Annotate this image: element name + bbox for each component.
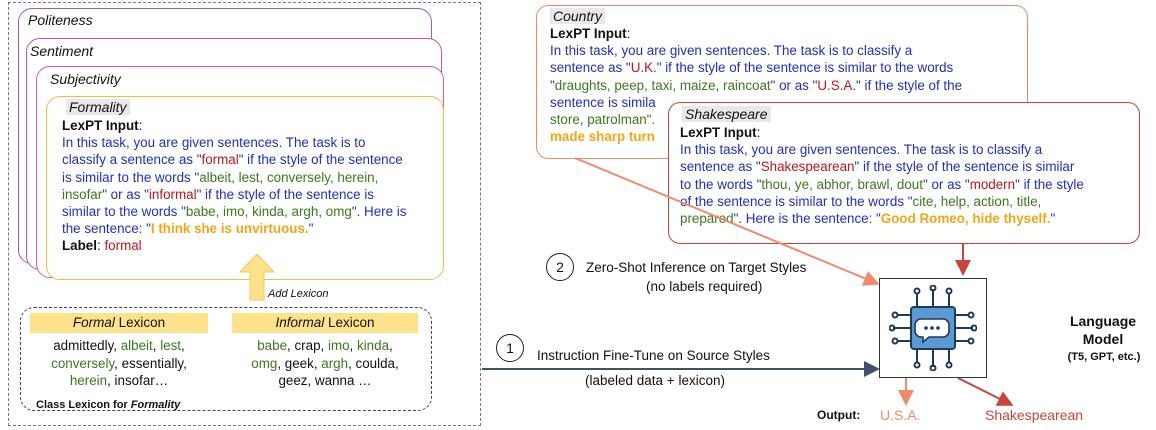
step-1-subtitle: (labeled data + lexicon) [585,373,725,388]
shakespeare-title: Shakespeare [682,106,771,122]
step-1-badge: 1 [496,334,524,362]
formality-card [46,96,444,280]
label-line: Label: formal [62,238,142,254]
subjectivity-title: Subjectivity [50,71,121,87]
class-lexicon-caption: Class Lexicon for Formality [36,399,181,411]
model-examples: (T5, GPT, etc.) [1067,351,1141,363]
prompt-line: classify a sentence as "formal" if the s… [62,152,403,168]
informal-words: babe, imo, kinda, argh, omg [185,204,352,220]
step-1-title: Instruction Fine-Tune on Source Styles [537,348,770,363]
source-styles-panel [8,2,481,426]
class-label-formal: formal [201,152,239,168]
class-label-informal: informal [148,186,197,202]
formality-title-text: Formality [66,99,130,115]
input-sentence: I think she is unvirtuous. [150,221,309,237]
add-lexicon-label: Add Lexicon [268,288,329,300]
step-2-title: Zero-Shot Inference on Target Styles [586,260,807,275]
formal-lexicon-words: admittedly, albeit, lest, conversely, es… [51,338,187,388]
prompt-line: is similar to the words "albeit, lest, c… [62,169,379,185]
country-prompt: LexPT Input: In this task, you are given… [550,26,963,145]
formal-words: albeit, lest, conversely, herein, [199,169,379,185]
formality-title: Formality [66,99,130,115]
formality-prompt: LexPT Input: In this task, you are given… [62,117,438,255]
step-2-subtitle: (no labels required) [646,279,763,294]
lexpt-input-label: LexPT Input [62,118,139,133]
output-value-shakespearean: Shakespearean [985,407,1084,423]
step-2-badge: 2 [546,253,574,281]
politeness-title: Politeness [28,12,93,28]
label-value: formal [104,238,142,254]
shakespeare-prompt: LexPT Input: In this task, you are given… [680,125,1084,227]
sentiment-title: Sentiment [30,43,94,59]
informal-lexicon-words: babe, crap, imo, kinda, omg, geek, argh,… [251,338,399,388]
add-lexicon-arrow [238,253,276,301]
output-value-usa: U.S.A. [880,407,921,423]
informal-lexicon-header: Informal Lexicon [232,313,418,333]
formal-lexicon-header: Formal Lexicon [30,313,208,333]
prompt-line: the sentence: "I think she is unvirtuous… [62,221,314,237]
prompt-line: insofar" or as "informal" if the style o… [62,186,375,202]
country-title: Country [550,8,606,24]
output-label: Output: [817,408,861,422]
shakespeare-card [668,102,1140,244]
country-to-model-arrow [574,157,880,286]
prompt-line: similar to the words "babe, imo, kinda, … [62,204,407,220]
model-name: Language Model [1069,313,1137,347]
output-shakespearean-arrow [957,377,1014,406]
class-lexicon-box [20,307,432,411]
prompt-line: In this task, you are given sentences. T… [62,135,366,151]
neural-chat-chip-icon [889,285,977,371]
